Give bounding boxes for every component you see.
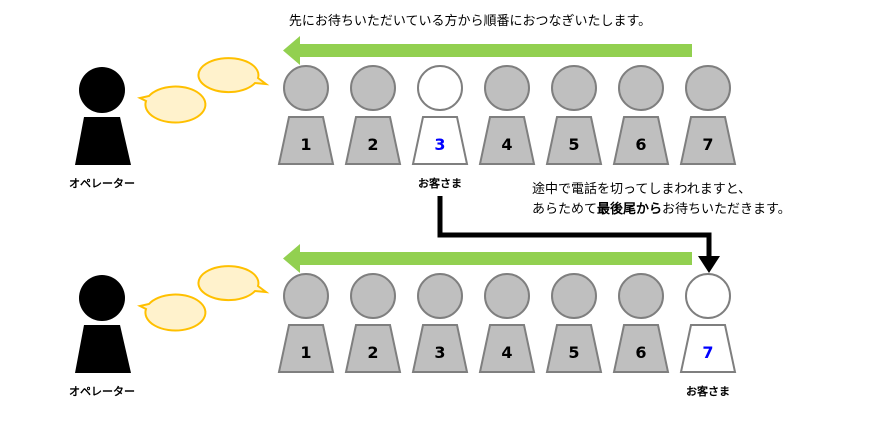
person-body: [679, 116, 737, 165]
person-body: [545, 324, 603, 373]
queue-number: 7: [702, 343, 713, 362]
person-body: [679, 324, 737, 373]
person-head: [618, 65, 664, 111]
person-head: [685, 65, 731, 111]
operator-label: オペレーター: [69, 177, 135, 190]
queue-number: 4: [501, 135, 512, 154]
note-suffix: お待ちいただきます。: [662, 202, 791, 217]
person-head: [618, 273, 664, 319]
customer-figure: 3 お客さま: [411, 65, 469, 190]
speech-bubble: [197, 57, 270, 94]
order-arrow: [283, 36, 692, 65]
person-head: [551, 65, 597, 111]
person-head: [551, 273, 597, 319]
note-prefix: あらためて: [532, 202, 597, 217]
person-head: [283, 273, 329, 319]
order-arrow: [283, 244, 692, 273]
operator-label: オペレーター: [69, 385, 135, 398]
person-head: [350, 273, 396, 319]
queue-number: 6: [635, 343, 646, 362]
person-body: [612, 324, 670, 373]
queue-row-2: オペレーター 1 2 3 4 5 6 7 お客さま: [69, 244, 737, 398]
operator-body: [75, 117, 131, 165]
queue-person: 6: [612, 273, 670, 373]
queue-number: 1: [300, 343, 311, 362]
speech-bubble: [137, 85, 207, 124]
queue-number: 7: [702, 135, 713, 154]
note-line-1: 途中で電話を切ってしまわれますと、: [532, 181, 751, 197]
queue-number: 5: [568, 135, 579, 154]
queue-person: 6: [612, 65, 670, 165]
queue-person: 3: [411, 273, 469, 373]
customer-label: お客さま: [686, 384, 730, 398]
queue-person: 7: [679, 65, 737, 165]
speech-bubble: [137, 293, 207, 332]
person-head: [417, 273, 463, 319]
queue-row-1: オペレーター 1 2 3 お客さま 4 5 6 7: [69, 36, 737, 190]
queue-number: 1: [300, 135, 311, 154]
person-body: [478, 324, 536, 373]
queue-number: 2: [367, 135, 378, 154]
customer-label: お客さま: [418, 176, 462, 190]
person-body: [411, 116, 469, 165]
customer-figure: 7 お客さま: [679, 273, 737, 398]
queue-number: 6: [635, 135, 646, 154]
person-body: [612, 116, 670, 165]
queue-number: 3: [434, 135, 445, 154]
queue-person: 1: [277, 273, 335, 373]
operator-body: [75, 325, 131, 373]
person-head: [350, 65, 396, 111]
queue-person: 2: [344, 65, 402, 165]
person-head: [283, 65, 329, 111]
note-bold: 最後尾から: [597, 201, 662, 217]
person-body: [411, 324, 469, 373]
person-body: [277, 116, 335, 165]
queue-number: 3: [434, 343, 445, 362]
header-text: 先にお待ちいただいている方から順番におつなぎいたします。: [289, 13, 651, 29]
queue-number: 4: [501, 343, 512, 362]
person-body: [545, 116, 603, 165]
person-body: [478, 116, 536, 165]
queue-person: 5: [545, 65, 603, 165]
queue-person: 2: [344, 273, 402, 373]
person-body: [277, 324, 335, 373]
queue-number: 2: [367, 343, 378, 362]
operator-head: [79, 275, 125, 321]
queue-person: 1: [277, 65, 335, 165]
note-line-2: あらためて最後尾からお待ちいただきます。: [532, 201, 791, 217]
speech-bubble: [197, 265, 270, 302]
reposition-arrow-head: [698, 256, 720, 273]
queue-person: 4: [478, 65, 536, 165]
operator-head: [79, 67, 125, 113]
person-head: [417, 65, 463, 111]
person-head: [484, 273, 530, 319]
person-head: [484, 65, 530, 111]
queue-number: 5: [568, 343, 579, 362]
queue-person: 5: [545, 273, 603, 373]
queue-person: 4: [478, 273, 536, 373]
person-body: [344, 116, 402, 165]
reposition-arrow: [437, 196, 712, 258]
person-head: [685, 273, 731, 319]
person-body: [344, 324, 402, 373]
